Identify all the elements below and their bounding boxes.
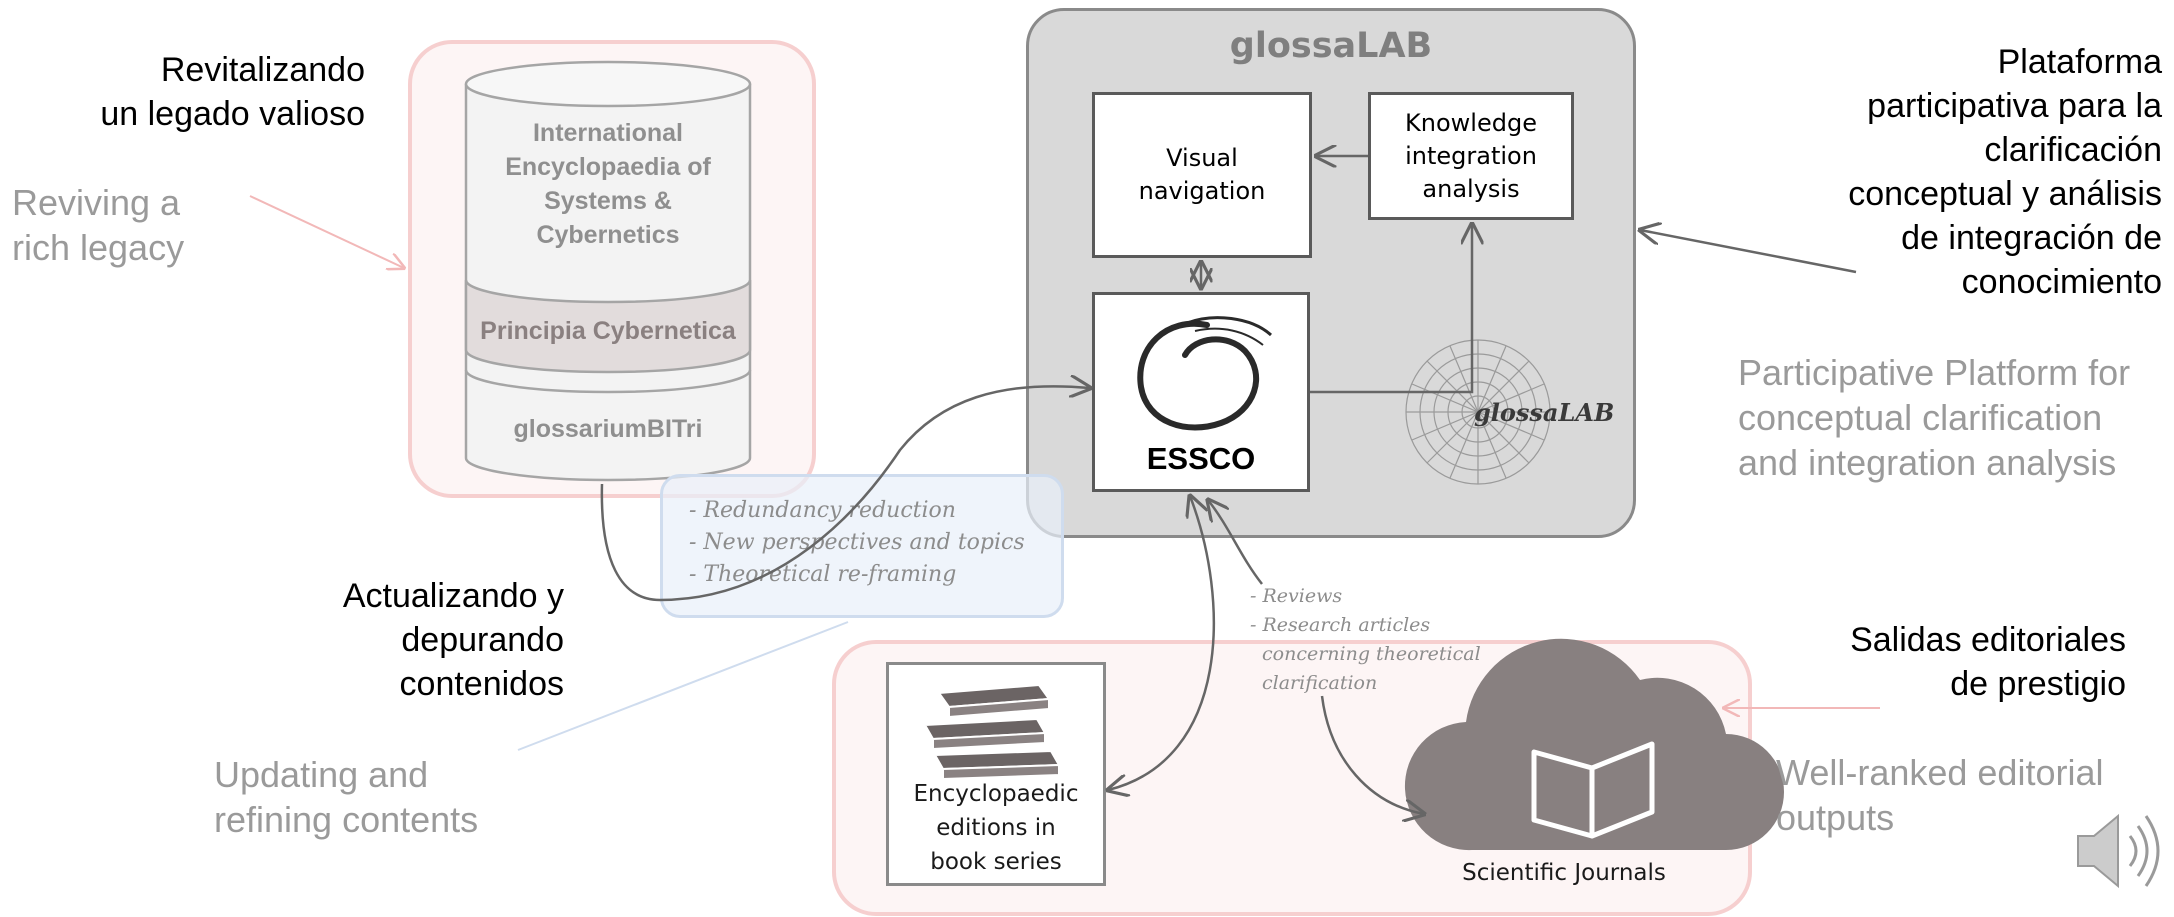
platform-label-es: Plataforma participativa para la clarifi…	[1848, 43, 2162, 301]
db-layer-encyclopaedia: International Encyclopaedia of Systems &…	[505, 119, 711, 249]
book-series-box: Encyclopaedic editions in book series	[886, 662, 1106, 886]
essco-enso-icon	[1137, 316, 1273, 431]
essco-label: ESSCO	[1146, 441, 1256, 476]
updating-label-en: Updating and refining contents	[214, 754, 479, 840]
book-series-label: Encyclopaedic editions in book series	[913, 781, 1079, 875]
glossalab-logo-text: glossaLAB	[1474, 398, 1615, 427]
essco-box: ESSCO	[1092, 292, 1310, 492]
note-line: - Research articles	[1250, 614, 1431, 636]
note-line: clarification	[1262, 672, 1378, 694]
journals-label: Scientific Journals	[1462, 860, 1666, 886]
outputs-label-es: Salidas editoriales de prestigio	[1850, 621, 2126, 703]
knowledge-integration-label: Knowledge integration analysis	[1405, 108, 1537, 203]
callout-line: - Redundancy reduction	[689, 498, 956, 523]
updating-label-es: Actualizando y depurando contenidos	[342, 577, 564, 703]
updating-callout: - Redundancy reduction - New perspective…	[660, 474, 1064, 618]
database-layers: International Encyclopaedia of Systems &…	[466, 110, 750, 470]
glossalab-title: glossaLAB	[1229, 26, 1433, 66]
note-line: concerning theoretical	[1262, 643, 1481, 665]
visual-navigation-box: Visual navigation	[1092, 92, 1312, 258]
visual-navigation-label: Visual navigation	[1138, 144, 1266, 205]
output-notes: - Reviews - Research articles concerning…	[1250, 582, 1520, 698]
books-icon	[923, 683, 1061, 781]
note-line: - Reviews	[1250, 585, 1343, 607]
legacy-label-en: Reviving a rich legacy	[12, 182, 185, 268]
db-layer-principia: Principia Cybernetica	[480, 317, 736, 345]
callout-line: - Theoretical re-framing	[689, 562, 957, 587]
platform-label-en: Participative Platform for conceptual cl…	[1738, 352, 2131, 483]
outputs-label-en: Well-ranked editorial outputs	[1776, 752, 2104, 838]
legacy-label-es: Revitalizando un legado valioso	[100, 51, 365, 133]
callout-line: - New perspectives and topics	[689, 530, 1025, 555]
db-layer-glossarium: glossariumBITri	[513, 415, 703, 443]
knowledge-integration-box: Knowledge integration analysis	[1368, 92, 1574, 220]
